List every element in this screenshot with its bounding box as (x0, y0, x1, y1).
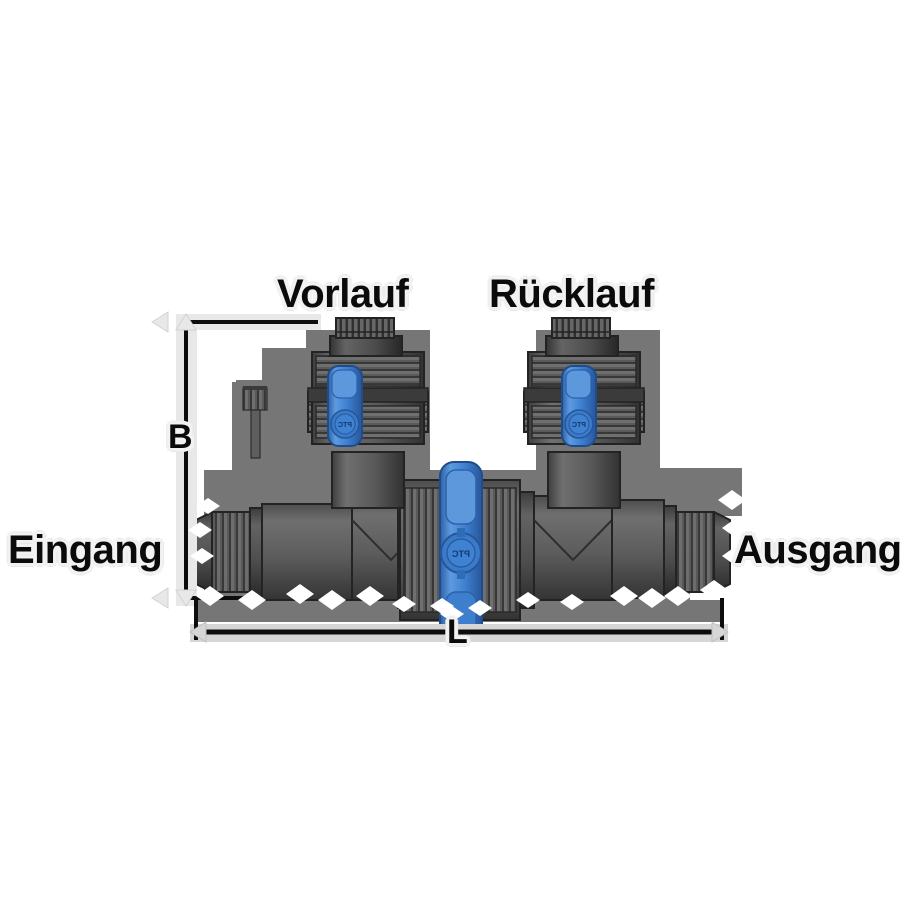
valve-brand-mark: PTC (451, 549, 470, 559)
valve-handle-main: PTC (439, 461, 483, 641)
edge-speckles (188, 490, 750, 622)
label-dimension-b: B (168, 418, 193, 456)
svg-text:PTC: PTC (572, 422, 586, 429)
label-vorlauf: Vorlauf (277, 272, 409, 316)
outlet-threaded-end (663, 505, 731, 595)
dimension-line-b (151, 311, 321, 609)
label-ausgang: Ausgang (734, 528, 900, 572)
valve-rucklauf-assembly: PTC (523, 317, 645, 509)
label-eingang: Eingang (8, 528, 163, 572)
valve-vorlauf-assembly: PTC (307, 317, 429, 509)
svg-text:PTC: PTC (451, 549, 470, 559)
valve-handle-rucklauf: PTC (561, 365, 597, 447)
main-horizontal-run: PTC (195, 461, 731, 641)
drain-tap-detail (242, 386, 268, 459)
label-rucklauf: Rücklauf (489, 272, 654, 316)
svg-text:PTC: PTC (338, 422, 352, 429)
valve-handle-vorlauf: PTC (327, 365, 363, 447)
label-dimension-l: L (447, 613, 468, 651)
dimension-line-l (189, 598, 729, 643)
